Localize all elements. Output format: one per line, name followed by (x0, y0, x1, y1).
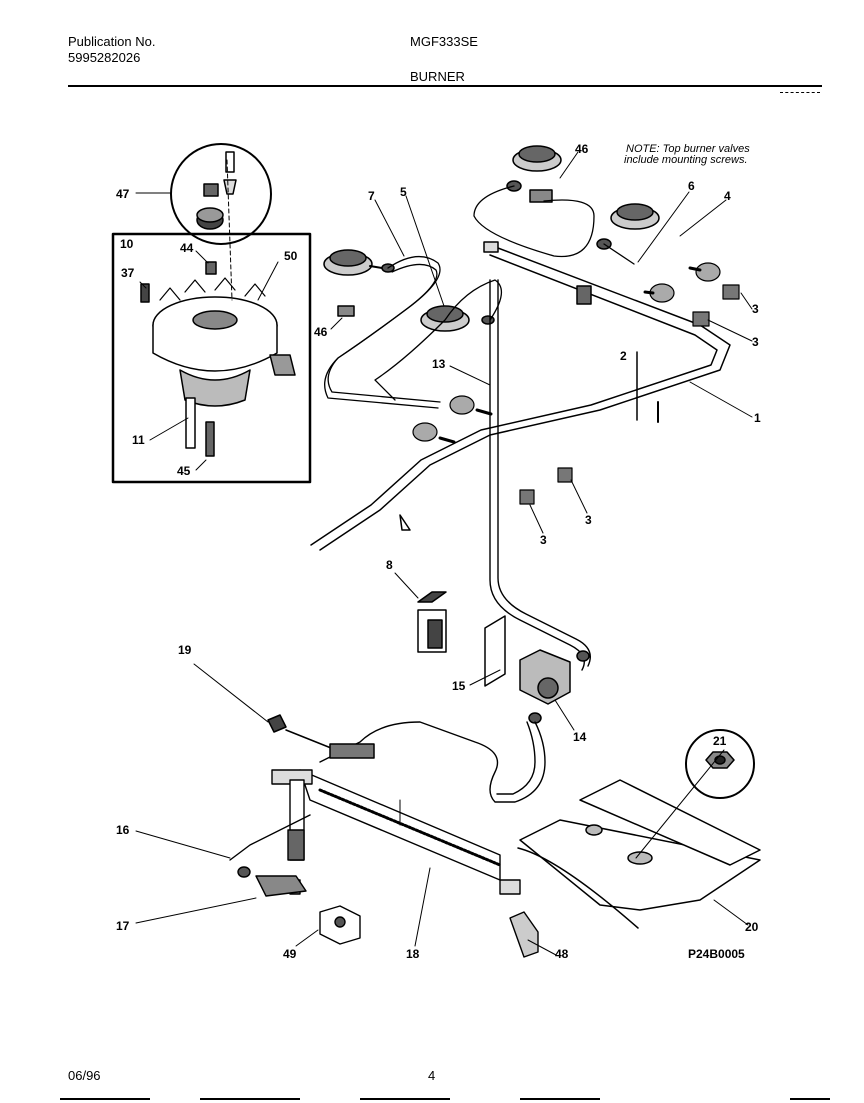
callout-15: 15 (452, 679, 466, 693)
callout-10: 10 (120, 237, 134, 251)
note-line-2: include mounting screws. (624, 154, 748, 166)
callout-11: 11 (132, 433, 145, 447)
callout-8: 8 (386, 558, 393, 572)
callout-48: 48 (555, 947, 569, 961)
callout-19: 19 (178, 643, 192, 657)
callout-20: 20 (745, 920, 759, 934)
publication-label: Publication No. (68, 34, 156, 49)
callout-2: 2 (620, 349, 627, 363)
detail-box-10 (111, 232, 312, 484)
callout-3-b: 3 (752, 335, 759, 349)
callout-21: 21 (713, 734, 727, 748)
burner-head-detail (140, 159, 296, 457)
callout-46-right: 46 (575, 142, 589, 156)
callout-3-d: 3 (540, 533, 547, 547)
callout-3-a: 3 (752, 302, 759, 316)
burner-valves (412, 262, 740, 505)
section-title: BURNER (410, 69, 465, 84)
callout-5: 5 (400, 185, 407, 199)
flame-spreader (517, 779, 761, 929)
callout-17: 17 (116, 919, 130, 933)
footer-rule-center (360, 1098, 450, 1100)
callout-3-c: 3 (585, 513, 592, 527)
pressure-regulator (484, 615, 590, 724)
top-burner-rear-left (323, 249, 395, 317)
top-burner-front-right (596, 203, 660, 250)
footer-date: 06/96 (68, 1068, 101, 1083)
header-rule (68, 85, 822, 87)
footer-rule-mid (200, 1098, 300, 1100)
detail-circle-47 (170, 143, 272, 245)
oven-burner-assembly (229, 721, 546, 958)
part-8 (417, 591, 447, 653)
callout-46-left: 46 (314, 325, 328, 339)
callout-1: 1 (754, 411, 761, 425)
callout-6: 6 (688, 179, 695, 193)
callout-44: 44 (180, 241, 194, 255)
regulator-line (489, 279, 591, 671)
callout-37: 37 (121, 266, 135, 280)
publication-number: 5995282026 (68, 50, 141, 65)
model-number: MGF333SE (410, 34, 478, 49)
callout-13: 13 (432, 357, 446, 371)
top-burner-front-left (420, 305, 495, 332)
leader-lines (135, 151, 753, 956)
footer-page-number: 4 (428, 1068, 436, 1083)
callout-4: 4 (724, 189, 731, 203)
ignitor (267, 714, 375, 759)
callout-45: 45 (177, 464, 191, 478)
callout-47: 47 (116, 187, 130, 201)
burner-tubes (324, 185, 635, 409)
note-line-1: NOTE: Top burner valves (626, 143, 750, 155)
footer-rule-left (60, 1098, 150, 1100)
footer-rule-right (520, 1098, 600, 1100)
callout-49: 49 (283, 947, 297, 961)
figure-code: P24B0005 (688, 947, 745, 961)
callout-16: 16 (116, 823, 130, 837)
callout-18: 18 (406, 947, 420, 961)
callout-50: 50 (284, 249, 298, 263)
callout-14: 14 (573, 730, 587, 744)
footer-rule-far-right (790, 1098, 830, 1100)
header-dash (780, 92, 820, 93)
manifold-pipe (310, 241, 731, 551)
top-burner-rear-right (506, 145, 562, 203)
callout-7: 7 (368, 189, 375, 203)
